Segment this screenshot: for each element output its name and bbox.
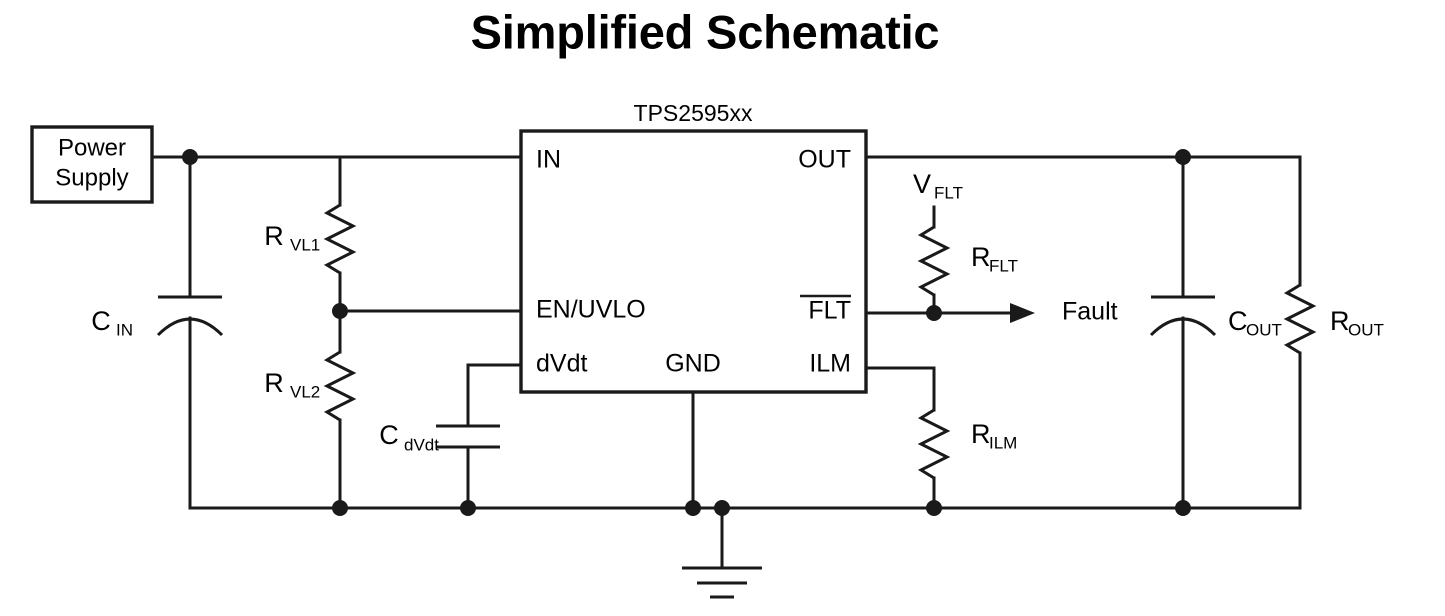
rilm-label-base: R <box>971 419 991 449</box>
cout-label-sub: OUT <box>1246 320 1282 339</box>
rflt-label-base: R <box>971 242 991 272</box>
pin-label-dvdt: dVdt <box>536 350 587 378</box>
rflt-symbol <box>917 225 951 297</box>
rvl2-symbol <box>323 350 357 422</box>
fault-arrow-head <box>1010 303 1035 323</box>
pin-label-en-uvlo: EN/UVLO <box>536 296 646 324</box>
fault-signal-label: Fault <box>1062 298 1118 326</box>
cout-label-base: C <box>1228 306 1248 336</box>
junction-gnd-pin <box>685 500 701 516</box>
wire-dvdt-to-cap <box>466 363 523 426</box>
chip-body <box>519 129 868 394</box>
rilm-symbol <box>917 408 951 480</box>
pin-label-flt: FLT <box>808 297 851 325</box>
cin-label-base: C <box>91 306 111 336</box>
rvl1-symbol <box>323 203 357 275</box>
junction-gnd-cdvdt <box>460 500 476 516</box>
rvl2-label-sub: VL2 <box>290 382 320 401</box>
pin-label-in: IN <box>536 146 561 174</box>
chip-part-number: TPS2595xx <box>634 100 753 126</box>
rvl1-label-sub: VL1 <box>290 235 320 254</box>
page-title: Simplified Schematic <box>471 5 940 58</box>
power-supply-box <box>30 125 154 204</box>
cdvdt-label-base: C <box>379 420 399 450</box>
rvl2-label-base: R <box>264 368 284 398</box>
junction-gnd-divider <box>332 500 348 516</box>
rout-symbol <box>1283 283 1317 355</box>
vflt-label-base: V <box>913 169 931 199</box>
rflt-label-sub: FLT <box>989 256 1018 275</box>
rout-label-base: R <box>1330 306 1350 336</box>
pin-label-gnd: GND <box>665 350 721 378</box>
vflt-label-sub: FLT <box>934 183 963 202</box>
rilm-label-sub: ILM <box>989 433 1017 452</box>
pin-label-ilm: ILM <box>809 350 851 378</box>
cin-label-sub: IN <box>116 320 133 339</box>
cdvdt-label-sub: dVdt <box>404 435 439 454</box>
wire-ilm-to-resistor <box>864 366 936 412</box>
power-supply-label-line1: Power <box>58 134 126 161</box>
power-supply-label-line2: Supply <box>55 164 128 191</box>
pin-label-out: OUT <box>798 146 851 174</box>
rout-label-sub: OUT <box>1348 320 1384 339</box>
rvl1-label-base: R <box>264 221 284 251</box>
